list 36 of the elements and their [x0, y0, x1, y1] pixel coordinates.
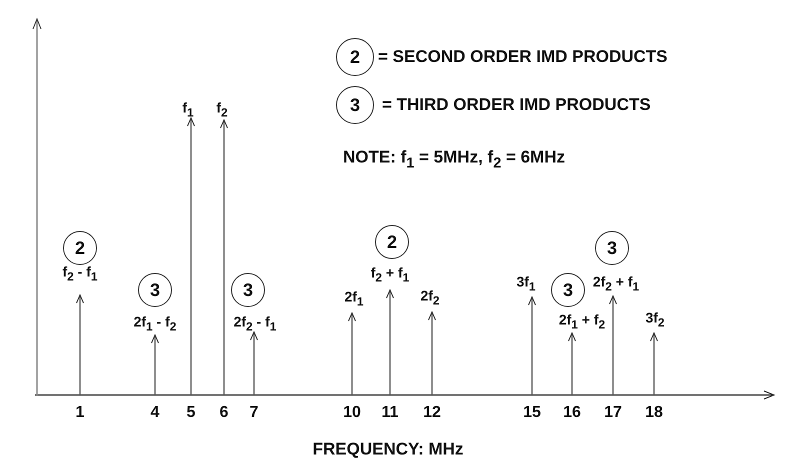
tick-label: 15: [523, 404, 541, 422]
tick-label: 11: [382, 404, 398, 422]
line-label: f$_{1}$: [182, 100, 194, 116]
line-label: 2f$_{1}$: [344, 289, 364, 305]
circled-number: 3: [231, 273, 265, 307]
circled-number: 3: [551, 273, 585, 307]
tick-label: 1: [76, 404, 84, 422]
circled-number: 3: [138, 273, 172, 307]
line-label: f$_{2}$: [216, 100, 228, 116]
tick-label: 17: [604, 404, 622, 422]
line-label: f$_{2}$ + f$_{1}$: [370, 265, 410, 281]
circled-number: 3: [595, 231, 629, 265]
legend-text: = THIRD ORDER IMD PRODUCTS: [382, 95, 651, 115]
tick-label: 6: [220, 404, 228, 422]
tick-label: 16: [563, 404, 581, 422]
line-label: 2f$_{2}$: [420, 288, 440, 304]
tick-label: 5: [186, 404, 196, 422]
line-label: f$_{2}$ - f$_{1}$: [62, 264, 98, 280]
circled-number: 2: [336, 38, 374, 76]
tick-label: 7: [250, 404, 258, 422]
line-label: 2f$_{1}$ - f$_{2}$: [134, 314, 176, 330]
line-label: 3f$_{1}$: [516, 274, 536, 290]
tick-label: 10: [343, 404, 361, 422]
line-label: 2f$_{2}$ - f$_{1}$: [234, 314, 276, 330]
note: NOTE: f$_{1}$ = 5MHz, f$_{2}$ = 6MHz: [343, 148, 565, 168]
line-label: 2f$_{2}$ + f$_{1}$: [592, 274, 640, 290]
circled-number: 3: [336, 86, 374, 124]
tick-label: 4: [150, 404, 160, 422]
tick-label: 12: [423, 404, 441, 422]
legend-text: = SECOND ORDER IMD PRODUCTS: [378, 47, 668, 67]
tick-label: 18: [645, 404, 663, 422]
circled-number: 2: [375, 225, 409, 259]
line-label: 2f$_{1}$ + f$_{2}$: [558, 312, 606, 328]
circled-number: 2: [63, 231, 97, 265]
line-label: 3f$_{2}$: [645, 310, 665, 326]
axis-title: FREQUENCY: MHz: [312, 440, 464, 460]
